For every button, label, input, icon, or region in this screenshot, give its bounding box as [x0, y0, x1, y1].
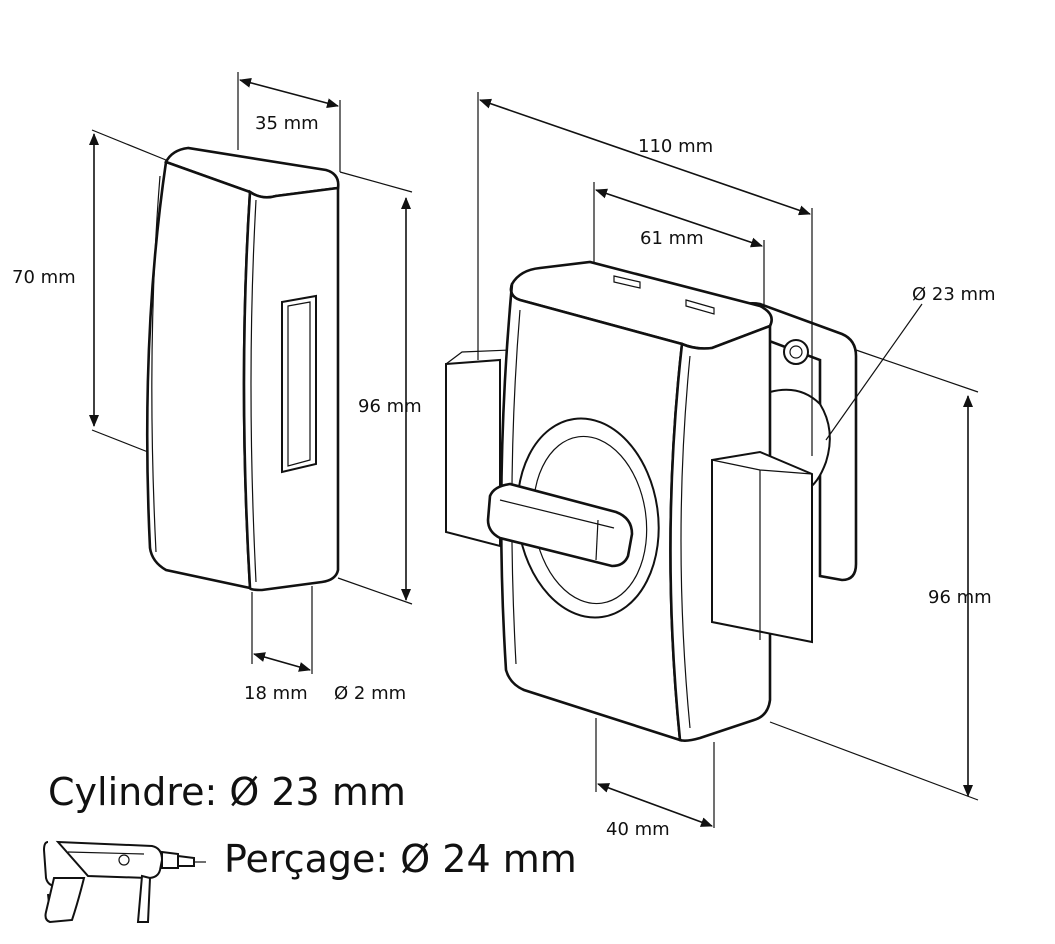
drilling-label: Perçage: Ø 24 mm: [224, 837, 577, 881]
dim-screw-hole: Ø 2 mm: [334, 683, 406, 704]
dim-strike-width: 70 mm: [12, 267, 76, 288]
dim-cylinder-diameter: Ø 23 mm: [912, 284, 996, 305]
dim-lock-bottom: 40 mm: [606, 819, 670, 840]
dim-strike-depth: 35 mm: [255, 113, 319, 134]
dim-strike-height: 96 mm: [358, 396, 422, 417]
strike-plate: [145, 146, 340, 592]
dim-strike-offset: 18 mm: [244, 683, 308, 704]
strike-dimensions: [89, 72, 413, 674]
dim-lock-case-depth: 61 mm: [640, 228, 704, 249]
drill-icon: [42, 840, 206, 924]
dim-lock-height: 96 mm: [928, 587, 992, 608]
lock-dimensions: [477, 92, 979, 828]
dim-lock-length: 110 mm: [638, 136, 713, 157]
lock-body: [445, 260, 858, 742]
cylinder-label: Cylindre: Ø 23 mm: [48, 770, 406, 814]
